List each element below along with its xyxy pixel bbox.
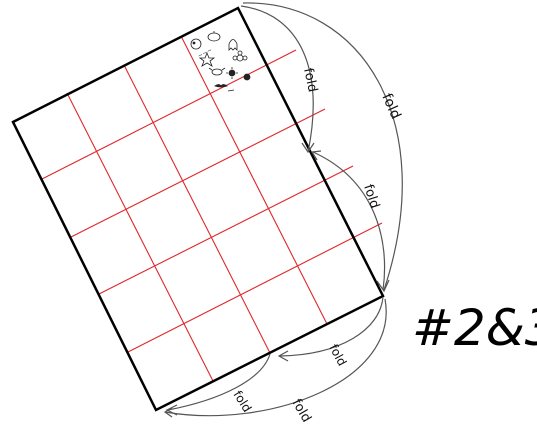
doodle-icon [191,39,201,49]
ghost-icon [229,40,237,51]
fold-arrows-right [241,3,402,291]
grid-line-h3 [99,166,353,294]
arrow-right-lower [313,152,385,290]
fold-arrows-bottom [165,297,386,417]
arrow-right-long [243,3,402,290]
bug-icon [209,68,225,75]
sun-icon [226,67,238,79]
grid-line-v1 [67,93,213,381]
pumpkin-icon [208,31,220,41]
fold-label-right-short: fold [300,67,320,94]
fold-label-bottom-short-right: fold [326,342,349,368]
grid-line-h1 [42,50,296,179]
fold-label-right-lower: fold [360,183,382,211]
printed-card-thumbnail: ~~~ [191,31,250,91]
fold-label-bottom-long: fold [289,397,314,426]
fold-label-bottom-short-left: fold [230,388,254,415]
grid-line-v2 [124,65,270,353]
arrow-bottom-short-left [168,354,270,410]
fold-label-right-long: fold [378,91,403,122]
grid-line-h2 [71,109,325,237]
flower-icon [233,51,247,61]
step-label: #2&3 [412,299,537,357]
fold-grid [42,36,382,381]
